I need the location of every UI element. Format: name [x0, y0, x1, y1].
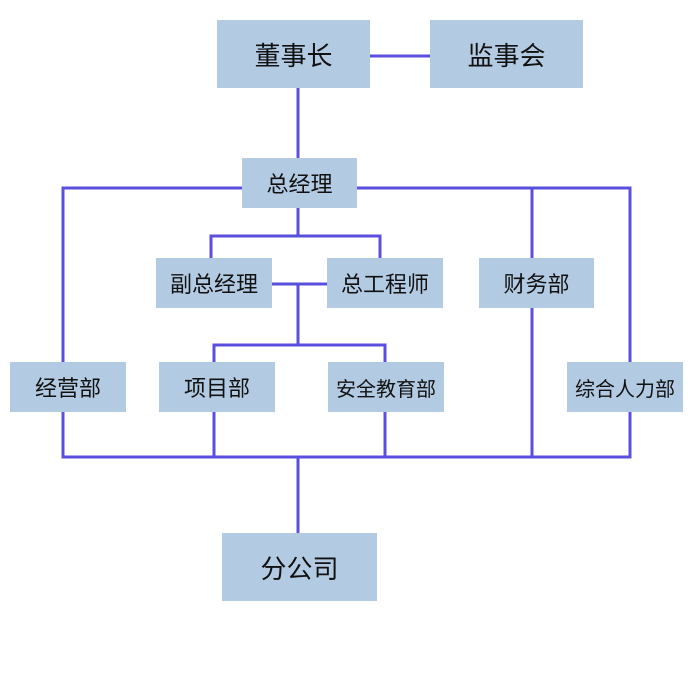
node-finance-dept: 财务部 [479, 258, 594, 308]
node-supervisory-board-label: 监事会 [467, 41, 546, 72]
node-supervisory-board: 监事会 [430, 20, 583, 88]
node-chairman-label: 董事长 [254, 41, 333, 72]
node-hr-admin-dept-label: 综合人力部 [575, 376, 675, 401]
node-project-dept-label: 项目部 [183, 377, 250, 402]
node-finance-dept-label: 财务部 [503, 273, 570, 298]
node-safety-education-dept-label: 安全教育部 [336, 376, 436, 401]
node-deputy-general-manager-label: 副总经理 [169, 273, 258, 298]
node-general-manager-label: 总经理 [266, 173, 333, 198]
node-deputy-general-manager: 副总经理 [156, 258, 272, 308]
node-general-manager: 总经理 [242, 158, 357, 208]
node-operations-dept: 经营部 [10, 362, 126, 412]
node-branch-company-label: 分公司 [260, 554, 339, 585]
node-safety-education-dept: 安全教育部 [328, 362, 444, 412]
node-chief-engineer-label: 总工程师 [340, 273, 429, 298]
node-project-dept: 项目部 [159, 362, 275, 412]
node-branch-company: 分公司 [222, 533, 377, 601]
node-chief-engineer: 总工程师 [327, 258, 443, 308]
node-operations-dept-label: 经营部 [34, 377, 101, 402]
node-chairman: 董事长 [217, 20, 370, 88]
node-hr-admin-dept: 综合人力部 [567, 362, 683, 412]
